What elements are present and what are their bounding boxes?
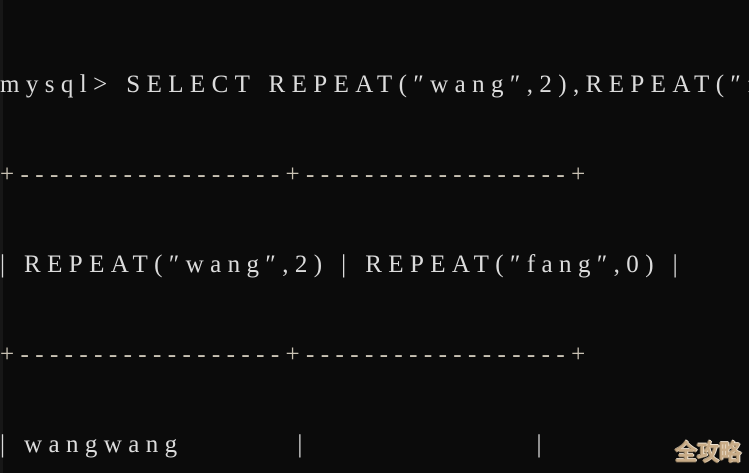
table-1-border-top: +------------------+------------------+ [0, 161, 592, 188]
table-1-data-row: | wangwang | | [0, 431, 548, 458]
terminal-left-edge [0, 0, 3, 473]
terminal-line-prompt-1: mysql> SELECT REPEAT(″wang″,2),REPEAT(″f… [0, 71, 749, 98]
table-1-header-row: | REPEAT(″wang″,2) | REPEAT(″fang″,0) | [0, 251, 684, 278]
terminal-console-output[interactable]: mysql> SELECT REPEAT(″wang″,2),REPEAT(″f… [0, 10, 749, 473]
watermark-label: 全攻略 [674, 441, 741, 466]
table-1-border-mid: +------------------+------------------+ [0, 341, 592, 368]
